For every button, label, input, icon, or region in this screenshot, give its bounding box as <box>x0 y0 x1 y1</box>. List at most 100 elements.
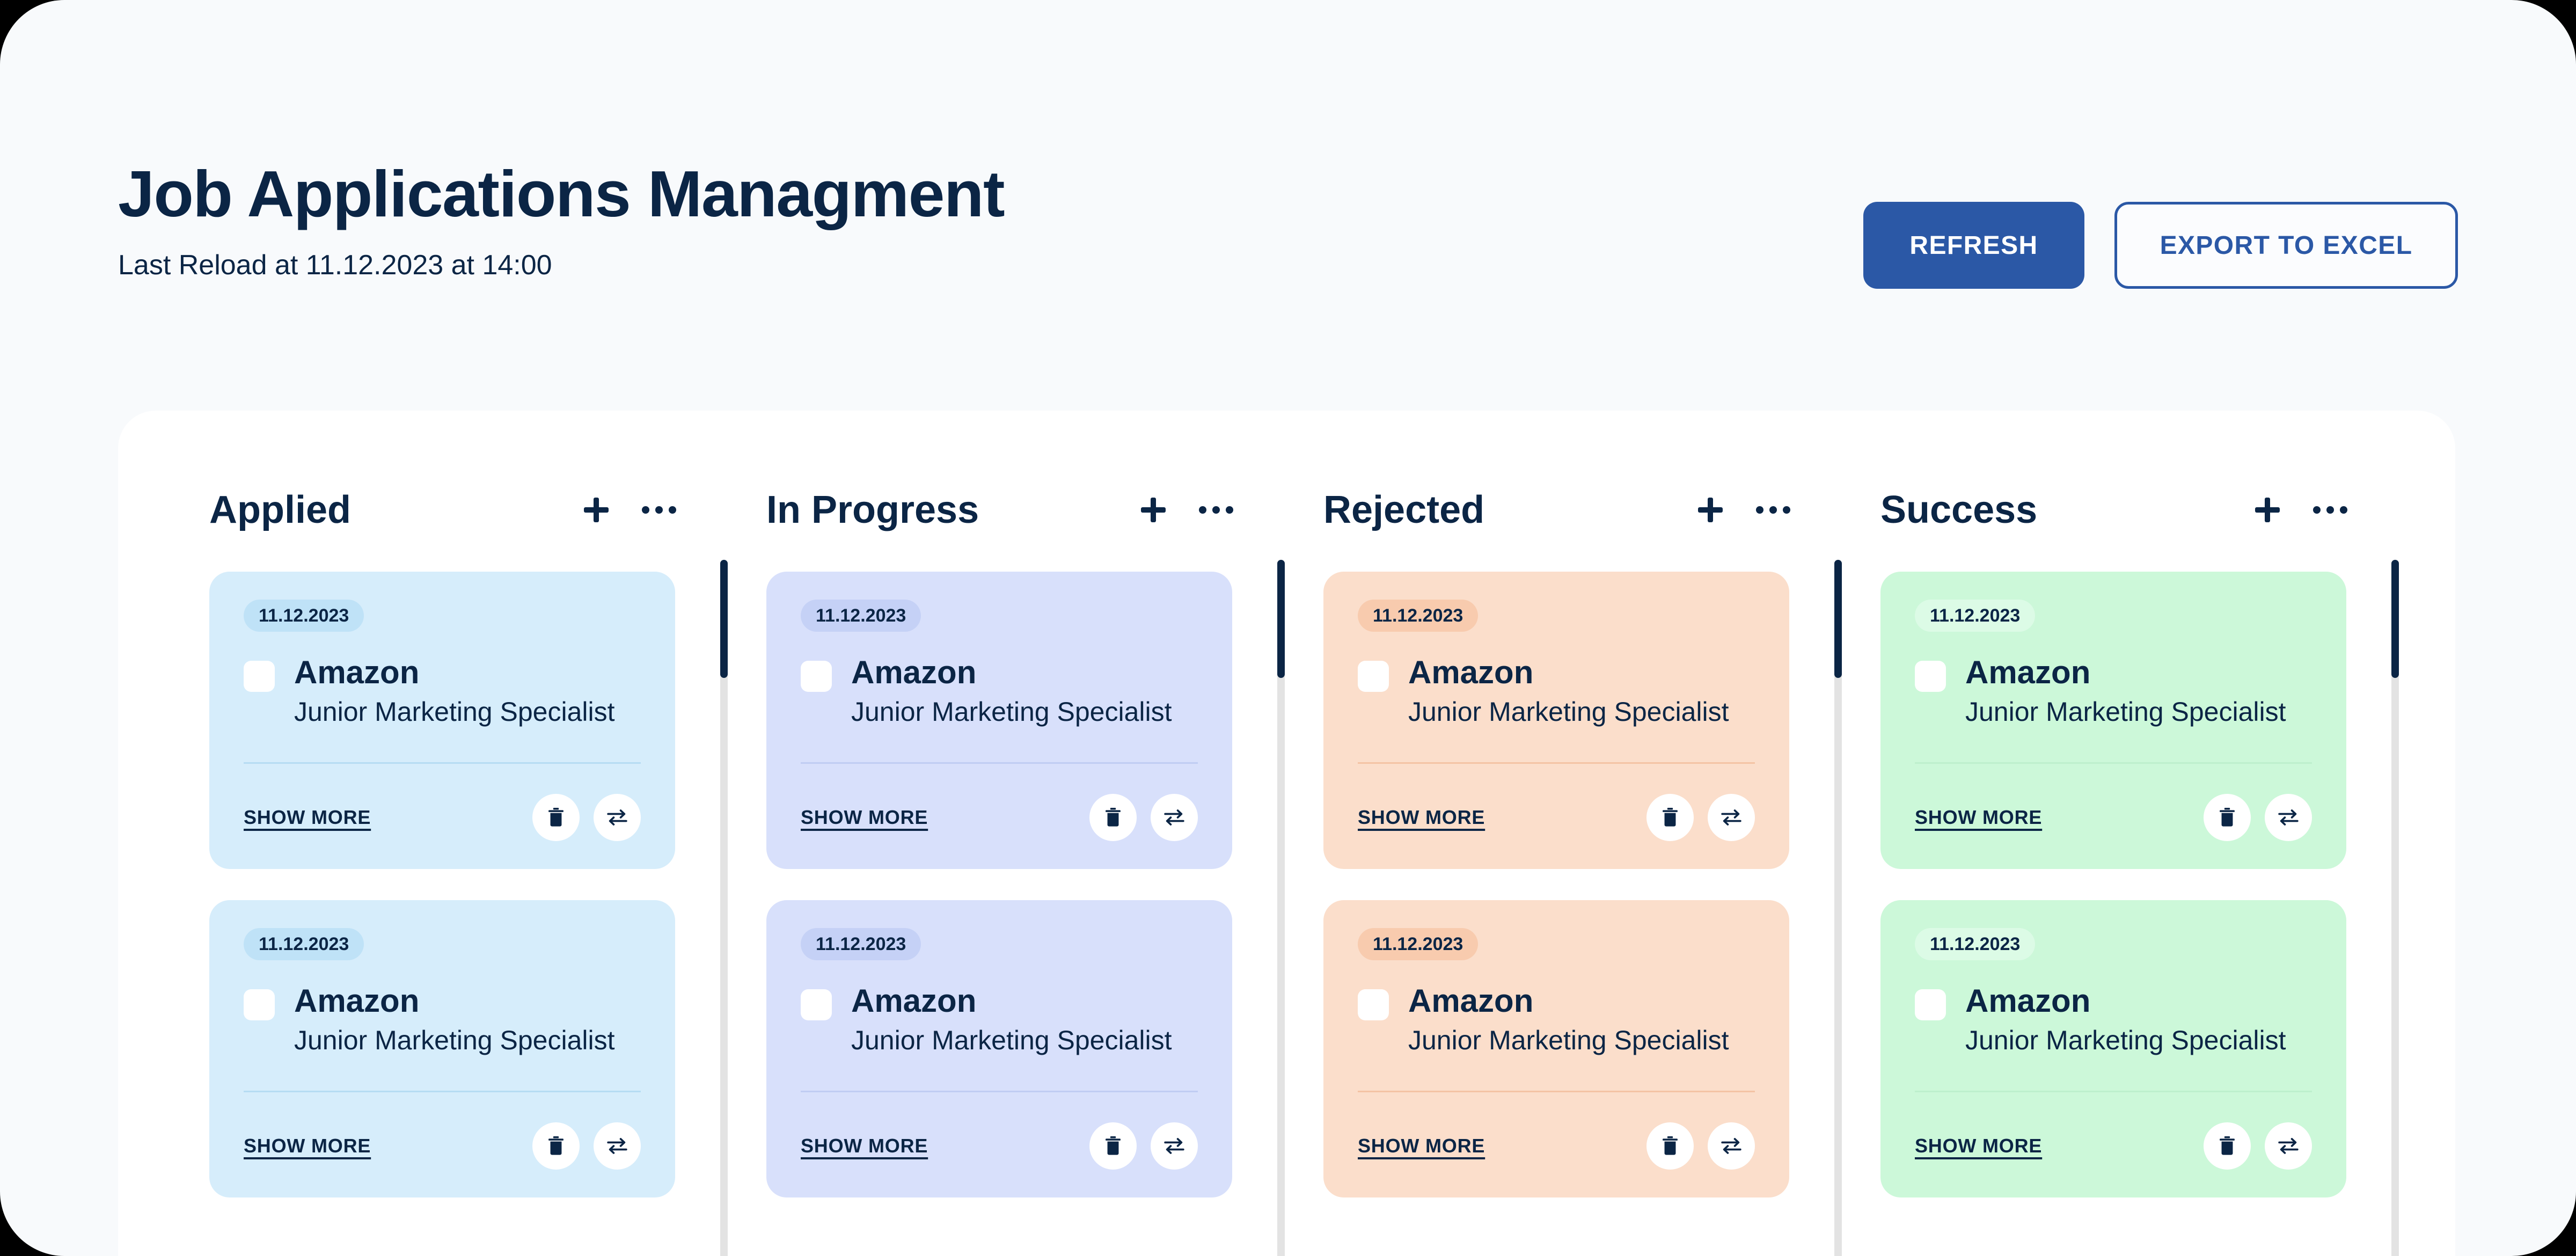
column-header: In Progress <box>766 480 1239 539</box>
job-title: Junior Marketing Specialist <box>851 1025 1172 1055</box>
header-text-block: Job Applications Managment Last Reload a… <box>118 157 1005 281</box>
card-footer: SHOW MORE <box>1915 1092 2312 1170</box>
show-more-link[interactable]: SHOW MORE <box>1358 1135 1485 1157</box>
plus-icon[interactable] <box>584 498 609 522</box>
card-divider <box>244 1091 641 1092</box>
checkbox-icon[interactable] <box>1358 661 1389 692</box>
ellipsis-icon[interactable] <box>2313 506 2347 514</box>
job-title: Junior Marketing Specialist <box>294 1025 615 1055</box>
checkbox-icon[interactable] <box>1915 661 1946 692</box>
scrollbar-thumb[interactable] <box>2391 560 2399 678</box>
show-more-link[interactable]: SHOW MORE <box>244 806 371 828</box>
card-divider <box>1358 1091 1755 1092</box>
show-more-link[interactable]: SHOW MORE <box>1358 806 1485 828</box>
trash-icon[interactable] <box>532 794 580 841</box>
plus-icon[interactable] <box>2255 498 2280 522</box>
card-footer: SHOW MORE <box>801 764 1198 841</box>
column-title: In Progress <box>766 488 979 531</box>
column-title: Success <box>1880 488 2038 531</box>
column-scrollbar[interactable] <box>1277 560 1285 1256</box>
checkbox-icon[interactable] <box>801 989 832 1020</box>
card-footer: SHOW MORE <box>1358 764 1755 841</box>
column-scrollbar[interactable] <box>2391 560 2399 1256</box>
show-more-link[interactable]: SHOW MORE <box>1915 1135 2043 1157</box>
trash-icon[interactable] <box>1646 1122 1694 1170</box>
swap-arrows-icon[interactable] <box>1708 1122 1755 1170</box>
card-divider <box>1915 762 2312 764</box>
trash-icon[interactable] <box>1646 794 1694 841</box>
swap-arrows-icon[interactable] <box>2265 794 2312 841</box>
job-title: Junior Marketing Specialist <box>1408 697 1729 727</box>
trash-icon[interactable] <box>1089 1122 1137 1170</box>
show-more-link[interactable]: SHOW MORE <box>244 1135 371 1157</box>
column-scrollbar[interactable] <box>1834 560 1842 1256</box>
card-footer: SHOW MORE <box>244 764 641 841</box>
swap-arrows-icon[interactable] <box>1151 794 1198 841</box>
job-title: Junior Marketing Specialist <box>851 697 1172 727</box>
card-divider <box>1915 1091 2312 1092</box>
card-footer: SHOW MORE <box>1915 764 2312 841</box>
column-scrollbar[interactable] <box>720 560 728 1256</box>
job-title: Junior Marketing Specialist <box>1965 1025 2286 1055</box>
company-name: Amazon <box>1408 983 1534 1019</box>
scrollbar-thumb[interactable] <box>1277 560 1285 678</box>
trash-icon[interactable] <box>2204 1122 2251 1170</box>
column-actions <box>2255 498 2347 522</box>
ellipsis-icon[interactable] <box>642 506 676 514</box>
plus-icon[interactable] <box>1698 498 1723 522</box>
export-to-excel-button[interactable]: EXPORT TO EXCEL <box>2114 202 2458 289</box>
plus-icon[interactable] <box>1141 498 1166 522</box>
swap-arrows-icon[interactable] <box>1151 1122 1198 1170</box>
page-title: Job Applications Managment <box>118 157 1005 230</box>
checkbox-icon[interactable] <box>801 661 832 692</box>
ellipsis-icon[interactable] <box>1756 506 1790 514</box>
checkbox-icon[interactable] <box>244 661 275 692</box>
trash-icon[interactable] <box>2204 794 2251 841</box>
card-actions <box>1089 1122 1198 1170</box>
trash-icon[interactable] <box>1089 794 1137 841</box>
scrollbar-thumb[interactable] <box>720 560 728 678</box>
checkbox-icon[interactable] <box>1358 989 1389 1020</box>
swap-arrows-icon[interactable] <box>594 794 641 841</box>
date-badge: 11.12.2023 <box>801 928 921 960</box>
show-more-link[interactable]: SHOW MORE <box>1915 806 2043 828</box>
swap-arrows-icon[interactable] <box>2265 1122 2312 1170</box>
trash-icon[interactable] <box>532 1122 580 1170</box>
swap-arrows-icon[interactable] <box>594 1122 641 1170</box>
ellipsis-icon[interactable] <box>1199 506 1233 514</box>
company-name: Amazon <box>1965 983 2091 1019</box>
job-title: Junior Marketing Specialist <box>1408 1025 1729 1055</box>
scrollbar-thumb[interactable] <box>1834 560 1842 678</box>
checkbox-icon[interactable] <box>1915 989 1946 1020</box>
card-divider <box>1358 762 1755 764</box>
checkbox-icon[interactable] <box>244 989 275 1020</box>
column-actions <box>1698 498 1790 522</box>
swap-arrows-icon[interactable] <box>1708 794 1755 841</box>
show-more-link[interactable]: SHOW MORE <box>801 1135 928 1157</box>
show-more-link[interactable]: SHOW MORE <box>801 806 928 828</box>
card-actions <box>1646 1122 1755 1170</box>
refresh-button[interactable]: REFRESH <box>1863 202 2084 289</box>
